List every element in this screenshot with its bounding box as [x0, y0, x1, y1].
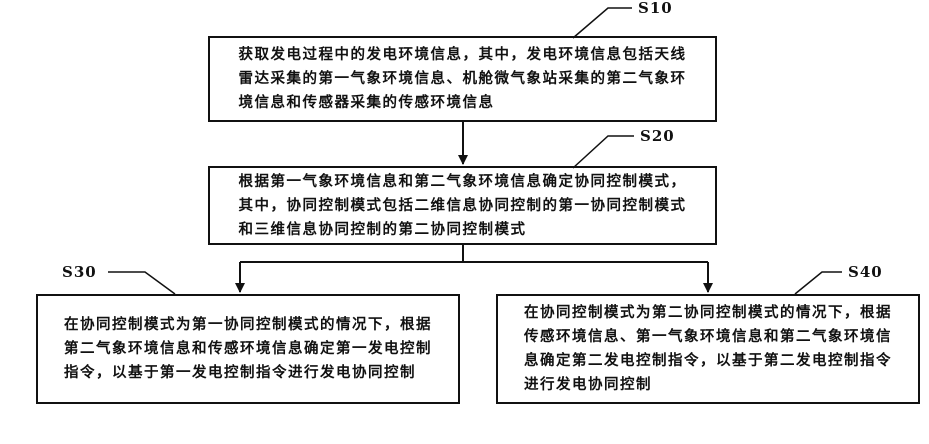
leader-s20 — [573, 136, 634, 168]
step-label-s10: S10 — [638, 0, 673, 17]
step-text-s30: 在协同控制模式为第一协同控制模式的情况下，根据 第二气象环境信息和传感环境信息确… — [64, 313, 432, 385]
step-label-s20: S20 — [640, 127, 675, 145]
step-label-s30: S30 — [62, 263, 97, 281]
step-text-s10: 获取发电过程中的发电环境信息，其中，发电环境信息包括天线 雷达采集的第一气象环境… — [239, 43, 687, 115]
step-box-s20: 根据第一气象环境信息和第二气象环境信息确定协同控制模式， 其中，协同控制模式包括… — [208, 166, 717, 245]
step-box-s30: 在协同控制模式为第一协同控制模式的情况下，根据 第二气象环境信息和传感环境信息确… — [36, 294, 460, 404]
leader-s40 — [795, 272, 842, 294]
step-box-s10: 获取发电过程中的发电环境信息，其中，发电环境信息包括天线 雷达采集的第一气象环境… — [208, 36, 717, 122]
step-text-s20: 根据第一气象环境信息和第二气象环境信息确定协同控制模式， 其中，协同控制模式包括… — [239, 170, 687, 242]
step-label-s40: S40 — [848, 263, 883, 281]
step-text-s40: 在协同控制模式为第二协同控制模式的情况下，根据 传感环境信息、第一气象环境信息和… — [524, 301, 892, 397]
leader-s10 — [573, 8, 632, 38]
leader-s30 — [108, 272, 175, 294]
step-box-s40: 在协同控制模式为第二协同控制模式的情况下，根据 传感环境信息、第一气象环境信息和… — [496, 294, 920, 404]
